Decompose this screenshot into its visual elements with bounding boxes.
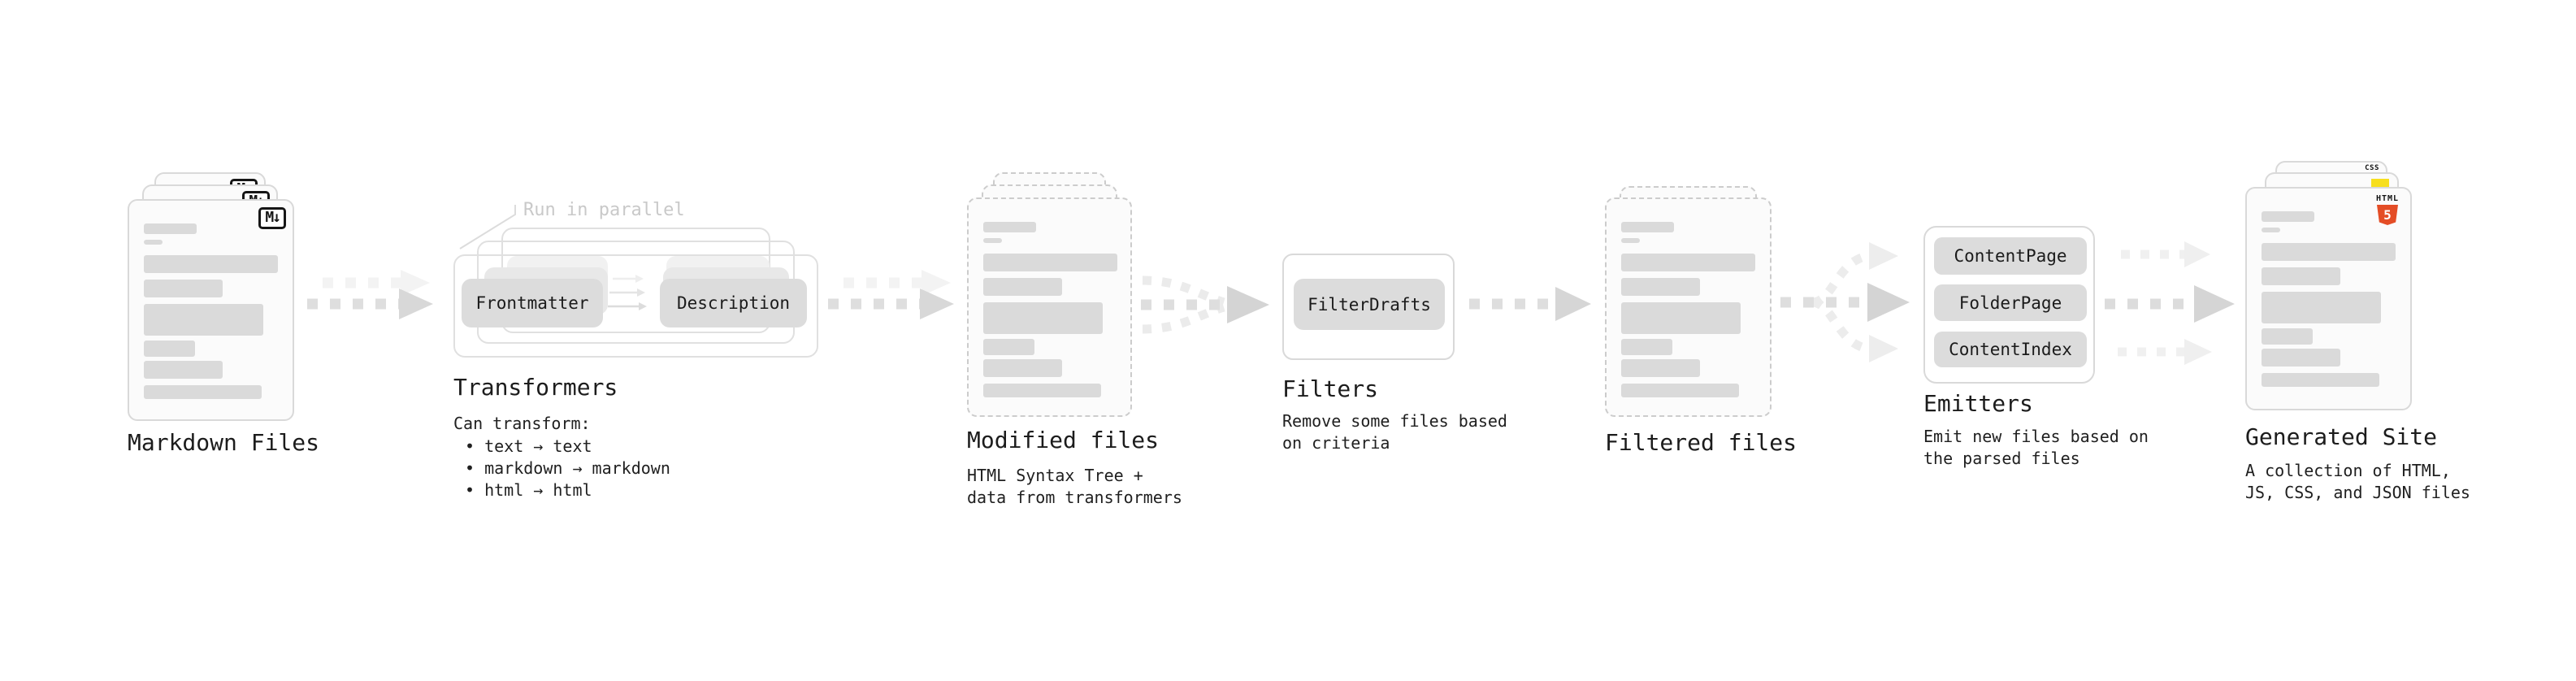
contentindex-pill: ContentIndex (1934, 332, 2087, 367)
dashed-arrow-icon (307, 270, 433, 319)
text-line-placeholder (983, 254, 1117, 271)
text-line-placeholder (983, 339, 1034, 355)
filtered-file-card-front (1605, 197, 1772, 417)
filters-label: Filters (1282, 375, 1379, 402)
text-line-placeholder (1621, 384, 1739, 397)
text-line-placeholder (144, 223, 197, 234)
generated-site-subtitle: A collection of HTML, (2245, 461, 2451, 480)
transformers-bullet: • html → html (465, 480, 592, 500)
dashed-arrow-icon (2121, 241, 2210, 267)
text-line-placeholder (983, 278, 1062, 296)
leader-line-icon (459, 205, 516, 249)
parallel-arrows-icon (608, 275, 647, 310)
transformers-label: Transformers (453, 374, 618, 401)
generated-site-label: Generated Site (2245, 423, 2438, 450)
modified-files-subtitle: data from transformers (967, 488, 1182, 507)
modified-file-card-front (967, 197, 1132, 417)
text-line-placeholder (1621, 302, 1741, 334)
text-line-placeholder (2262, 243, 2396, 261)
dashed-arrow-icon (1469, 287, 1591, 321)
text-line-placeholder (2262, 373, 2379, 387)
emitters-label: Emitters (1923, 390, 2033, 417)
run-in-parallel-callout: Run in parallel (523, 200, 685, 220)
css-badge-label: CSS (2365, 164, 2379, 172)
dashed-arrow-icon (2118, 339, 2212, 365)
transformers-desc-heading: Can transform: (453, 414, 591, 433)
text-line-placeholder (2262, 267, 2340, 285)
html5-badge-shield: 5 (2377, 205, 2398, 225)
fan-out-arrow-icon (1780, 242, 1910, 362)
filtered-files-label: Filtered files (1605, 429, 1798, 456)
dashed-arrow-icon (828, 270, 954, 319)
markdown-files-label: Markdown Files (128, 429, 320, 456)
html5-badge-icon: HTML 5 (2370, 195, 2405, 225)
text-line-placeholder (1621, 339, 1672, 355)
merge-arrow-icon (1141, 275, 1269, 334)
filters-subtitle: Remove some files based (1282, 411, 1507, 431)
text-line-placeholder (983, 359, 1062, 377)
text-line-placeholder (144, 255, 278, 273)
frontmatter-pill: Frontmatter (462, 279, 603, 327)
html5-badge-label: HTML (2375, 194, 2400, 203)
emitters-subtitle: the parsed files (1923, 449, 2080, 468)
text-line-placeholder (2262, 211, 2314, 222)
text-line-placeholder (2262, 292, 2381, 323)
markdown-file-card-front: M↓ (128, 199, 294, 421)
text-line-placeholder (2262, 349, 2340, 367)
emitters-subtitle: Emit new files based on (1923, 427, 2149, 446)
transformers-bullet: • markdown → markdown (465, 458, 670, 478)
text-line-placeholder (1621, 359, 1700, 377)
text-line-placeholder (144, 340, 195, 357)
text-line-placeholder (144, 385, 262, 399)
text-line-placeholder (1621, 222, 1674, 232)
text-line-placeholder (144, 361, 223, 379)
text-line-placeholder (1621, 238, 1640, 243)
description-pill: Description (660, 279, 807, 327)
text-line-placeholder (983, 222, 1036, 232)
text-line-placeholder (1621, 278, 1700, 296)
dashed-arrow-icon (2105, 285, 2235, 323)
filters-subtitle: on criteria (1282, 433, 1390, 453)
text-line-placeholder (144, 240, 163, 245)
contentpage-pill: ContentPage (1934, 237, 2087, 275)
modified-files-subtitle: HTML Syntax Tree + (967, 466, 1143, 485)
text-line-placeholder (2262, 328, 2313, 345)
text-line-placeholder (144, 304, 263, 336)
text-line-placeholder (144, 280, 223, 297)
modified-files-label: Modified files (967, 427, 1160, 453)
markdown-badge-icon: M↓ (258, 207, 286, 229)
text-line-placeholder (983, 384, 1101, 397)
text-line-placeholder (2262, 228, 2280, 232)
text-line-placeholder (1621, 254, 1755, 271)
text-line-placeholder (983, 302, 1103, 334)
generated-file-card-front: HTML 5 (2245, 187, 2412, 410)
transformers-bullet: • text → text (465, 436, 592, 456)
text-line-placeholder (983, 238, 1002, 243)
transformer-box-front (453, 254, 818, 358)
generated-site-subtitle: JS, CSS, and JSON files (2245, 483, 2470, 502)
filterdrafts-pill: FilterDrafts (1294, 279, 1445, 330)
folderpage-pill: FolderPage (1934, 284, 2087, 321)
